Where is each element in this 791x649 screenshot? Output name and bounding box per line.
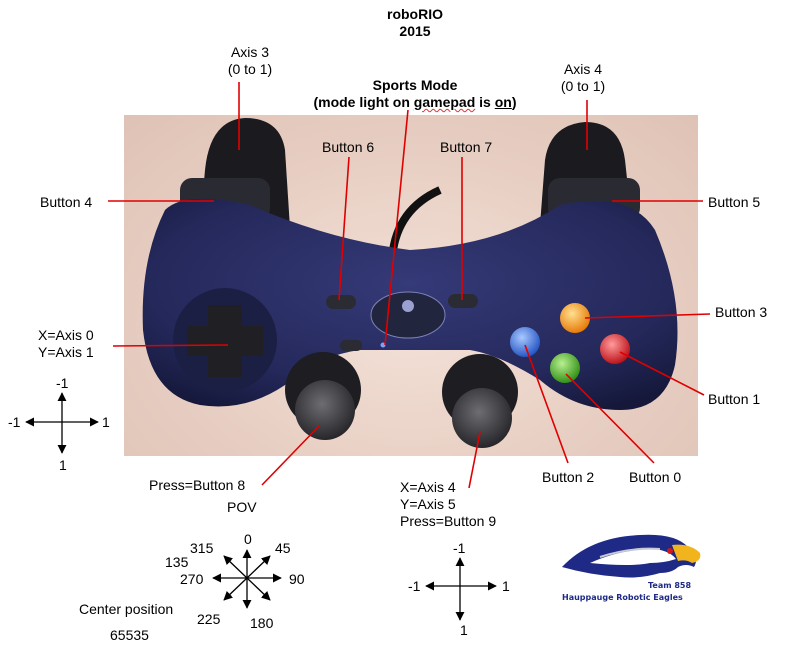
button3-label: Button 3 — [715, 304, 768, 320]
left-stick-y: Y=Axis 1 — [38, 344, 94, 360]
diagram-title: roboRIO 2015 — [380, 6, 450, 40]
right-stick-label: X=Axis 4 Y=Axis 5 Press=Button 9 — [400, 479, 496, 530]
axis-left-left: -1 — [8, 414, 21, 430]
leader-button1 — [619, 351, 705, 396]
face-button-blue[interactable] — [510, 327, 540, 357]
button2-label: Button 2 — [542, 469, 595, 485]
button4-label: Button 4 — [40, 194, 93, 210]
pov-315: 315 — [190, 540, 214, 556]
team-name: Hauppauge Robotic Eagles — [562, 593, 683, 602]
button7-label: Button 7 — [440, 139, 493, 155]
leader-button6 — [338, 156, 350, 301]
button6-label: Button 6 — [322, 139, 375, 155]
axis4-name: Axis 4 — [563, 61, 603, 77]
axis4-range: (0 to 1) — [560, 78, 606, 94]
axis-right-bottom: 1 — [460, 622, 468, 638]
axis-right-top: -1 — [453, 540, 466, 556]
note-suffix: ) — [511, 94, 517, 110]
sports-mode-heading: Sports Mode — [372, 77, 458, 93]
dpad[interactable] — [187, 305, 263, 377]
axis-right-left: -1 — [408, 578, 421, 594]
button0-label: Button 0 — [629, 469, 682, 485]
sports-mode-label: Sports Mode (mode light on gamepad is on… — [290, 77, 540, 111]
axis3-range: (0 to 1) — [227, 61, 273, 77]
sports-mode-note: (mode light on gamepad is on) — [290, 94, 540, 111]
note-prefix: (mode light on — [313, 94, 414, 110]
start-button[interactable] — [448, 294, 478, 308]
left-stick-x: X=Axis 0 — [38, 327, 94, 343]
button1-label: Button 1 — [708, 391, 761, 407]
button5-label: Button 5 — [708, 194, 761, 210]
center-position-value: 65535 — [110, 627, 149, 643]
leader-right-stick — [468, 431, 481, 489]
pov-90: 90 — [289, 571, 305, 587]
axis-right-right: 1 — [502, 578, 510, 594]
note-gamepad: gamepad — [413, 94, 476, 110]
leader-lines — [108, 82, 711, 489]
pov-180: 180 — [250, 615, 274, 631]
back-button[interactable] — [326, 295, 356, 309]
pov-compass — [212, 549, 282, 609]
leader-left-press — [261, 424, 321, 486]
axis-left-bottom: 1 — [59, 457, 67, 473]
face-button-red[interactable] — [600, 334, 630, 364]
logitech-logo-mark — [402, 300, 414, 312]
face-button-orange[interactable] — [560, 303, 590, 333]
team-number: Team 858 — [648, 581, 692, 590]
pov-0: 0 — [244, 531, 252, 547]
pov-270: 270 — [180, 571, 204, 587]
eagle-icon — [562, 534, 701, 578]
right-thumbstick[interactable] — [452, 388, 512, 448]
leader-left-stick-axes — [112, 344, 229, 347]
leader-button2 — [524, 344, 569, 464]
note-on: on — [494, 94, 512, 110]
logitech-badge — [370, 291, 446, 339]
axis-left-right: 1 — [102, 414, 110, 430]
axis4-label: Axis 4 (0 to 1) — [548, 61, 618, 95]
center-position-label: Center position — [79, 601, 174, 617]
title-line-2: 2015 — [399, 23, 431, 39]
right-stick-press: Press=Button 9 — [400, 513, 497, 529]
leader-button3 — [584, 313, 711, 319]
mode-light — [380, 342, 386, 348]
left-press-label: Press=Button 8 — [149, 477, 246, 493]
axis-cross-right — [425, 557, 497, 621]
mode-button[interactable] — [340, 340, 362, 351]
axis3-label: Axis 3 (0 to 1) — [215, 44, 285, 78]
axis-left-top: -1 — [56, 375, 69, 391]
face-button-green[interactable] — [550, 353, 580, 383]
title-line-1: roboRIO — [387, 6, 443, 22]
pov-225: 225 — [197, 611, 221, 627]
note-mid: is — [475, 94, 495, 110]
team-logo: Team 858 Hauppauge Robotic Eagles — [560, 527, 708, 607]
axis3-name: Axis 3 — [230, 44, 270, 60]
right-stick-x: X=Axis 4 — [400, 479, 456, 495]
left-stick-label: X=Axis 0 Y=Axis 1 — [38, 327, 94, 361]
pov-label: POV — [227, 499, 257, 515]
pov-45: 45 — [275, 540, 291, 556]
axis-cross-left — [25, 392, 99, 454]
left-thumbstick[interactable] — [295, 380, 355, 440]
leader-button0 — [565, 373, 655, 464]
right-stick-y: Y=Axis 5 — [400, 496, 456, 512]
pov-135: 135 — [165, 554, 189, 570]
leader-sports-mode — [384, 109, 409, 346]
